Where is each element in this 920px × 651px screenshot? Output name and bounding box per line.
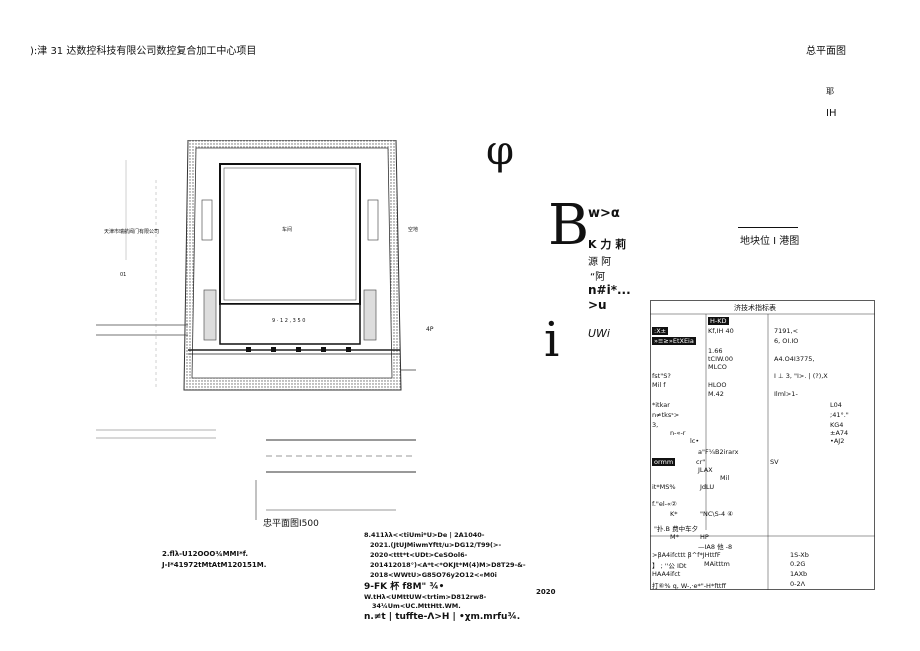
table-row: K*"NC\S-4 ④ (670, 510, 734, 518)
table-row: —IA8 他 -8 (698, 543, 733, 551)
legend-line-7: UWi (588, 327, 610, 340)
table-row: "扑.B 费中车夕 (654, 525, 699, 533)
table-row: fst"S?I ⊥ 3, "I>. | (?),X (652, 372, 828, 380)
table-row: a"F¼B2irarx (698, 448, 739, 456)
note-b7: W.tHλ<UMttUW<trtim>D812rw8- (364, 593, 487, 601)
note-b9: n.≠t | tuffte-Λ>H | •χm.mrfu¾. (364, 612, 521, 622)
table-row: f."el-«② (652, 500, 677, 508)
location-label: 地块位 I 港图 (740, 236, 800, 247)
note-b5: 2018<WWtU>G85O76y2O12<«M0i (370, 571, 497, 579)
note-b2: 2021.(JtUJMiwmYftt/u>DG12/T99(>- (370, 541, 502, 549)
table-row: n-«-r±A74 (670, 429, 849, 437)
table-row: MLCO (708, 363, 727, 371)
table-row: it*MS%JdLU (652, 483, 715, 491)
note-b1: 8.411λλ<<tiUmi*U>De | 2A1040- (364, 531, 485, 539)
note-b8: 34¼Um<UC.MttHtt.WM. (372, 602, 461, 610)
note-b6: 9-FK 杯 f8M" ¾• (364, 582, 445, 592)
table-row: H-KD (708, 317, 729, 325)
table-row: Mil (720, 474, 730, 482)
plan-label-right: 空地 (408, 227, 419, 233)
phi-symbol: φ (486, 128, 515, 174)
plan-label-01: 01 (120, 272, 127, 278)
plan-label-building: 车间 (282, 227, 293, 233)
legend-big-i: i (544, 312, 560, 368)
corner-mark: 耶 (826, 87, 834, 96)
legend-line-1: w>α (588, 206, 620, 221)
table-row: JLAX (698, 466, 713, 474)
table-title: 济技术指标表 (734, 304, 776, 312)
building-outline (219, 163, 361, 305)
table-row: lc••AJ2 (690, 437, 845, 445)
note-b4: 201412018°)<A*t<*OKJt*M(4)M>D8T29-&- (370, 561, 526, 569)
legend-big-b: B (548, 193, 590, 258)
plan-label-left: 天津市瑞航阀门有限公司 (104, 229, 160, 235)
legend-line-2: K 力 莉 (588, 238, 627, 251)
plan-caption: 忠平面图I500 (263, 519, 319, 529)
site-plan-drawing: 天津市瑞航阀门有限公司 车间 9 · 1 2 , 3 5 0 空地 01 4P (96, 139, 506, 520)
project-title: ):津 31 达数控科技有限公司数控复合加工中心项目 (30, 46, 257, 57)
table-row: 3,KG4 (652, 421, 844, 429)
table-row: n≠tksˢ>;41°." (652, 411, 849, 419)
corner-ih: IH (826, 108, 837, 119)
location-rule (738, 227, 798, 228)
plan-label-4p: 4P (426, 326, 434, 333)
note-a2: J-I*41972tMtAtM120151M. (162, 561, 267, 569)
table-row: M*HP (670, 533, 709, 541)
legend-line-6: >u (588, 298, 607, 312)
note-a1: 2.flλ-U12OOO¾MMI*f. (162, 550, 249, 558)
sheet-title: 总平面图 (806, 46, 846, 57)
note-b3: 2020<ttt*t<UDt>CeSOol6- (370, 551, 468, 559)
table-grid (650, 300, 875, 590)
legend-line-5: n#i*... (588, 283, 631, 297)
plan-label-building-bottom: 9 · 1 2 , 3 5 0 (272, 318, 306, 324)
note-year: 2020 (536, 588, 556, 596)
legend-line-4: “阿 (590, 272, 606, 283)
legend-line-3: 源 阿 (588, 257, 612, 268)
site-plan-svg (96, 139, 506, 520)
table-row: 1.66 (708, 347, 723, 355)
